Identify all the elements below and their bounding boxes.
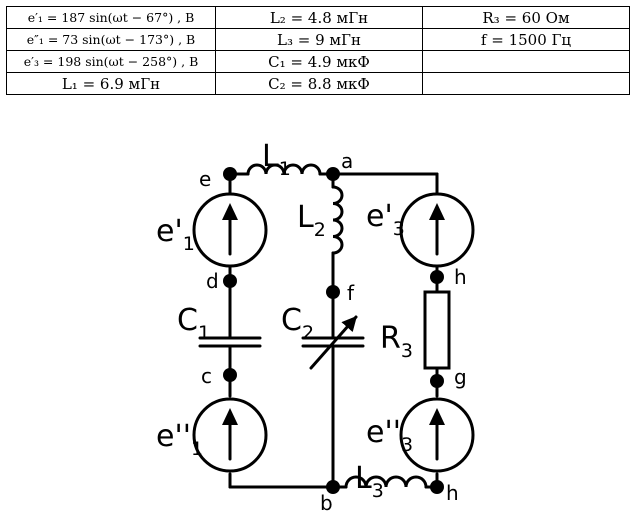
node-dot-b — [326, 480, 340, 494]
arrowhead-icon — [222, 408, 238, 425]
resistor-r3 — [423, 290, 451, 370]
node-dot-d — [223, 274, 237, 288]
node-dot-h-bottom — [430, 480, 444, 494]
node-label-f: f — [347, 281, 355, 305]
inductor-l3 — [344, 475, 428, 489]
label-l2: L2 — [297, 200, 326, 241]
arrowhead-icon — [429, 408, 445, 425]
arrowhead-icon — [429, 203, 445, 220]
label-e3pp: e''3 — [366, 415, 413, 456]
label-e1pp: e''1 — [156, 419, 203, 460]
node-label-h-top: h — [454, 265, 467, 289]
node-dot-e — [223, 167, 237, 181]
label-l3: L3 — [355, 461, 384, 502]
node-label-a: a — [341, 149, 353, 173]
parameters-table: e′₁ = 187 sin(ωt − 67°) , B L₂ = 4.8 мГн… — [6, 6, 630, 95]
label-c2: C2 — [281, 303, 314, 344]
arrowhead-icon — [222, 203, 238, 220]
source-e3pp — [399, 397, 475, 473]
inductor-l1 — [246, 163, 322, 176]
table-cell: C₂ = 8.8 мкФ — [215, 72, 423, 95]
node-label-d: d — [206, 269, 219, 293]
node-label-c: c — [201, 364, 212, 388]
table-cell: L₃ = 9 мГн — [215, 28, 423, 51]
node-dot-c — [223, 368, 237, 382]
source-e1p — [192, 192, 268, 268]
table-row: e″₁ = 73 sin(ωt − 173°) , B L₃ = 9 мГн f… — [6, 28, 630, 51]
table-cell: L₁ = 6.9 мГн — [6, 72, 216, 95]
source-e1pp — [192, 397, 268, 473]
variable-arrow-icon — [309, 315, 358, 370]
node-dot-f — [326, 285, 340, 299]
table-row: L₁ = 6.9 мГн C₂ = 8.8 мкФ — [6, 72, 630, 95]
label-r3: R3 — [380, 321, 413, 362]
table-cell: f = 1500 Гц — [422, 28, 630, 51]
label-e3p: e'3 — [366, 199, 405, 240]
label-e1p: e'1 — [156, 214, 195, 255]
node-dot-h-top — [430, 270, 444, 284]
table-cell — [422, 72, 630, 95]
node-label-e: e — [199, 167, 211, 191]
node-label-h-bottom: h — [446, 481, 459, 505]
node-label-b: b — [320, 491, 333, 515]
node-dot-g — [430, 374, 444, 388]
label-l1: L1 — [262, 139, 291, 180]
node-label-g: g — [454, 365, 467, 389]
node-dot-a — [326, 167, 340, 181]
table-cell: e′₁ = 187 sin(ωt − 67°) , B — [6, 6, 216, 29]
source-e3p — [399, 192, 475, 268]
inductor-l2 — [331, 185, 344, 255]
label-c1: C1 — [177, 303, 210, 344]
